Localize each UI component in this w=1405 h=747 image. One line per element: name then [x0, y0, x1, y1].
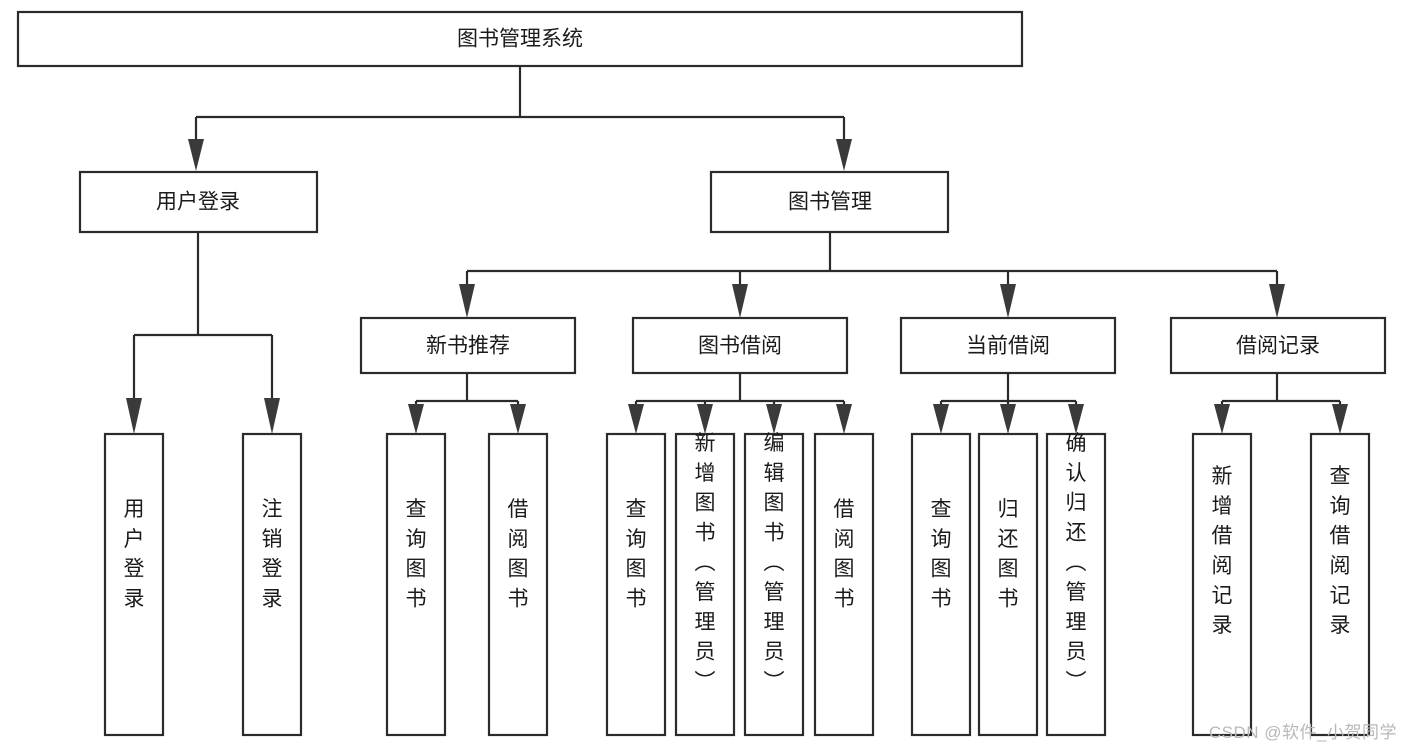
arrow-head-icon — [264, 398, 280, 434]
arrow-head-icon — [1000, 404, 1016, 434]
arrow-head-icon — [766, 404, 782, 434]
leaf-node-label: 新增图书︵管理员︶ — [695, 432, 716, 694]
connector-borrowrecord-to-leaves — [1214, 373, 1348, 434]
leaf-node[interactable]: 查询借阅记录 — [1309, 432, 1371, 737]
leaf-node[interactable]: 借阅图书 — [813, 432, 875, 737]
arrow-head-icon — [1332, 404, 1348, 434]
leaf-node-label: 查询图书 — [626, 498, 647, 610]
arrow-head-icon — [510, 404, 526, 434]
arrow-head-icon — [1269, 284, 1285, 318]
leaf-node-label: 查询借阅记录 — [1330, 465, 1351, 637]
leaf-node-label: 用户登录 — [124, 498, 145, 610]
node-new-book-recommend-label: 新书推荐 — [426, 335, 510, 358]
leaf-node[interactable]: 新增图书︵管理员︶ — [674, 432, 736, 737]
leaf-node[interactable]: 查询图书 — [910, 432, 972, 737]
leaf-node-label: 新增借阅记录 — [1212, 465, 1233, 637]
leaf-node[interactable]: 查询图书 — [605, 432, 667, 737]
leaf-node-label: 查询图书 — [406, 498, 427, 610]
arrow-head-icon — [1068, 404, 1084, 434]
arrow-head-icon — [188, 139, 204, 171]
leaf-node[interactable]: 确认归还︵管理员︶ — [1045, 432, 1107, 737]
leaf-node[interactable]: 新增借阅记录 — [1191, 432, 1253, 737]
node-current-borrow-label: 当前借阅 — [966, 335, 1050, 358]
arrow-head-icon — [126, 398, 142, 434]
csdn-watermark: CSDN @软件_小贺同学 — [1208, 723, 1397, 742]
node-book-borrow-label: 图书借阅 — [698, 335, 782, 358]
leaf-node-label: 查询图书 — [931, 498, 952, 610]
node-root-label: 图书管理系统 — [457, 28, 583, 51]
leaf-node[interactable]: 注销登录 — [241, 432, 303, 737]
arrow-head-icon — [1214, 404, 1230, 434]
leaf-node-label: 借阅图书 — [834, 498, 855, 610]
connector-currentborrow-to-leaves — [933, 373, 1084, 434]
connector-root-to-level2 — [188, 66, 852, 171]
leaf-node[interactable]: 归还图书 — [977, 432, 1039, 737]
node-book-management-label: 图书管理 — [788, 191, 872, 214]
leaf-node[interactable]: 借阅图书 — [487, 432, 549, 737]
node-current-borrow[interactable]: 当前借阅 — [899, 316, 1117, 375]
node-book-management[interactable]: 图书管理 — [709, 170, 950, 234]
node-new-book-recommend[interactable]: 新书推荐 — [359, 316, 577, 375]
leaf-node-label: 注销登录 — [262, 498, 283, 610]
leaf-node[interactable]: 编辑图书︵管理员︶ — [743, 432, 805, 737]
leaf-node[interactable]: 查询图书 — [385, 432, 447, 737]
arrow-head-icon — [697, 404, 713, 434]
connector-bookborrow-to-leaves — [628, 373, 852, 434]
node-borrow-record[interactable]: 借阅记录 — [1169, 316, 1387, 375]
arrow-head-icon — [459, 284, 475, 318]
node-user-login[interactable]: 用户登录 — [78, 170, 319, 234]
arrow-head-icon — [933, 404, 949, 434]
arrow-head-icon — [836, 139, 852, 171]
arrow-head-icon — [732, 284, 748, 318]
node-user-login-label: 用户登录 — [156, 191, 240, 214]
node-book-borrow[interactable]: 图书借阅 — [631, 316, 849, 375]
node-borrow-record-label: 借阅记录 — [1236, 335, 1320, 358]
leaf-node-label: 借阅图书 — [508, 498, 529, 610]
connector-bookmgmt-to-level3 — [459, 232, 1285, 318]
leaf-node-label: 归还图书 — [998, 498, 1019, 610]
leaf-node[interactable]: 用户登录 — [103, 432, 165, 737]
leaf-node-label: 编辑图书︵管理员︶ — [764, 432, 785, 694]
arrow-head-icon — [408, 404, 424, 434]
node-root-system[interactable]: 图书管理系统 — [16, 10, 1024, 68]
leaf-node-label: 确认归还︵管理员︶ — [1066, 432, 1087, 694]
arrow-head-icon — [836, 404, 852, 434]
connector-newbook-to-leaves — [408, 373, 526, 434]
arrow-head-icon — [1000, 284, 1016, 318]
arrow-head-icon — [628, 404, 644, 434]
connector-userlogin-to-leaves — [126, 232, 280, 434]
